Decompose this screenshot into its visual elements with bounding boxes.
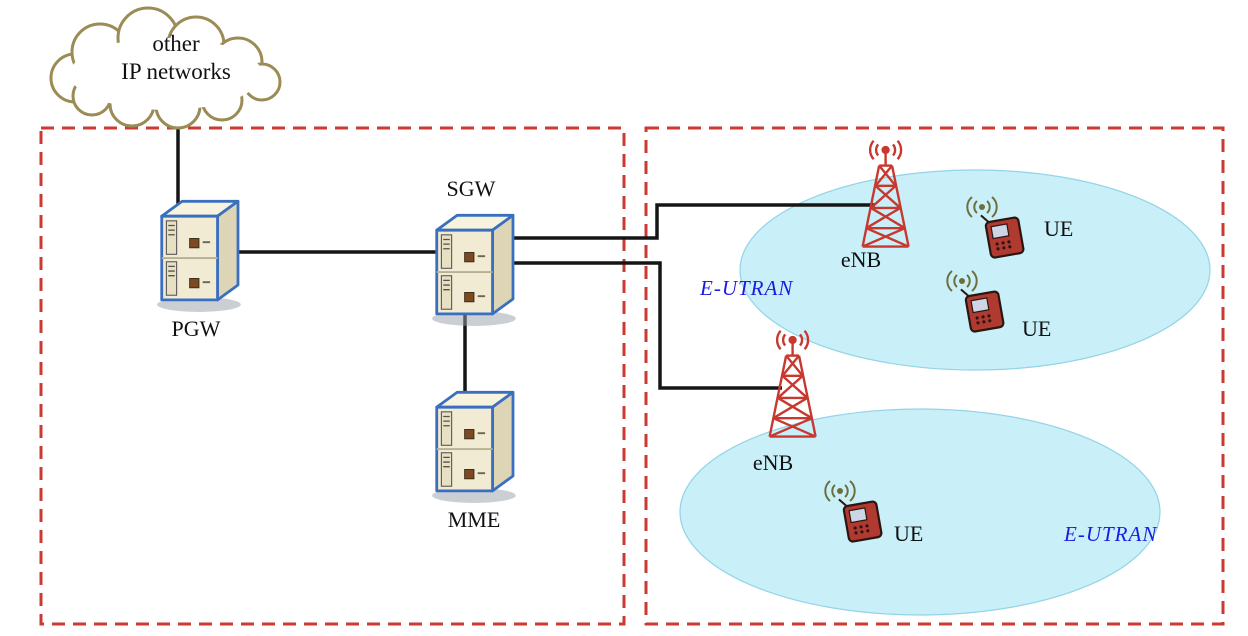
cell-coverage-ellipse-1	[739, 169, 1211, 371]
sgw-server-icon	[430, 213, 518, 328]
enb2-tower-icon	[768, 329, 817, 438]
pgw-label: PGW	[171, 316, 221, 341]
epc-dashed-box	[39, 126, 626, 626]
ue1-label: UE	[1044, 216, 1074, 241]
ue3-label: UE	[894, 521, 924, 546]
eutran-label-2: E-UTRAN	[1064, 522, 1158, 546]
cloud-label-line1: other	[152, 31, 200, 56]
pgw-server-icon	[155, 199, 243, 314]
cell-coverage-ellipse-2	[679, 408, 1161, 616]
sgw-label: SGW	[446, 176, 496, 201]
cloud-label: other IP networks	[76, 30, 276, 86]
link-sgw-enb1	[500, 203, 875, 240]
enb2-label: eNB	[752, 450, 794, 475]
other-ip-networks-cloud-icon	[49, 6, 282, 130]
eutran-label-1: E-UTRAN	[700, 276, 794, 300]
link-sgw-enb2	[500, 261, 782, 390]
mme-server-icon	[430, 390, 518, 505]
eutran-dashed-box	[644, 126, 1225, 626]
cloud-label-line2: IP networks	[121, 59, 231, 84]
mme-label: MME	[447, 507, 501, 532]
ue2-label: UE	[1022, 316, 1052, 341]
enb1-label: eNB	[840, 247, 882, 272]
